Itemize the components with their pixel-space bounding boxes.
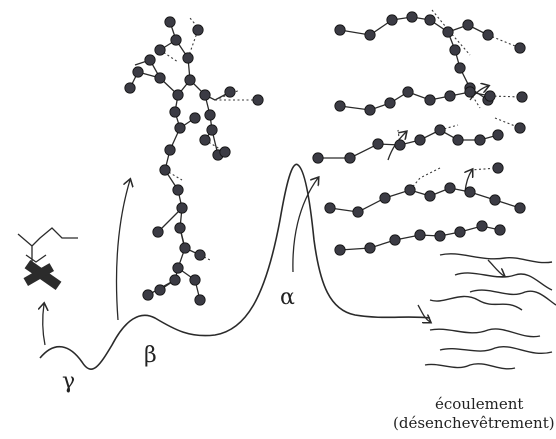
atom [380,193,390,203]
beta-label: β [144,343,157,368]
gamma-label: γ [62,369,75,394]
atom [463,20,473,30]
atom [435,125,445,135]
atom [477,221,487,231]
atom [465,87,475,97]
atom [155,285,165,295]
atom [200,135,210,145]
atom [445,91,455,101]
gamma-group [18,228,78,345]
atom [365,105,375,115]
alpha-label: α [280,285,295,310]
atom [335,101,345,111]
atom [515,43,525,53]
atom [387,15,397,25]
atom [335,245,345,255]
atom [407,12,417,22]
atom [450,45,460,55]
atom [415,135,425,145]
atom [335,25,345,35]
atom [365,30,375,40]
atom [353,207,363,217]
atom [173,263,183,273]
atom [165,145,175,155]
atom [143,290,153,300]
atom [515,203,525,213]
atom [195,250,205,260]
atom [180,243,190,253]
atom [365,243,375,253]
atom [153,227,163,237]
atom [465,187,475,197]
atom [193,25,203,35]
atom [435,231,445,241]
chain-field [318,10,522,250]
flow-chains [418,254,556,369]
atom [190,113,200,123]
atom [403,87,413,97]
atom [483,30,493,40]
atom [390,235,400,245]
atom [207,125,217,135]
atom [445,183,455,193]
atom [173,90,183,100]
atom [475,135,485,145]
atom [125,83,135,93]
atom [490,195,500,205]
atom [443,27,453,37]
atom [325,203,335,213]
atom [395,140,405,150]
atom [220,147,230,157]
atom [205,110,215,120]
atom [145,55,155,65]
atom [170,107,180,117]
flow-label: écoulement [435,395,523,413]
atom [200,90,210,100]
atom [155,45,165,55]
atom [453,135,463,145]
atom [190,275,200,285]
atom [173,185,183,195]
atom [175,223,185,233]
atom [183,53,193,63]
atom [485,91,495,101]
atom [373,139,383,149]
atom [493,163,503,173]
relaxation-curve [40,164,430,369]
atom [345,153,355,163]
atom [385,98,395,108]
atom [225,87,235,97]
atom [185,75,195,85]
atom [517,92,527,102]
atom [313,153,323,163]
atom [155,73,165,83]
atom [495,225,505,235]
atom [425,191,435,201]
atom [493,130,503,140]
atom [171,35,181,45]
alpha-arrow [293,178,318,272]
atom [405,185,415,195]
atom [515,123,525,133]
atom [175,123,185,133]
atom [253,95,263,105]
atom [160,165,170,175]
atom [177,203,187,213]
atom [425,95,435,105]
atom [165,17,175,27]
atom [133,67,143,77]
atom [195,295,205,305]
flow-sublabel: (désenchevêtrement) [393,414,555,432]
atom [455,63,465,73]
atom [415,230,425,240]
atom [170,275,180,285]
atom [425,15,435,25]
atom [455,227,465,237]
